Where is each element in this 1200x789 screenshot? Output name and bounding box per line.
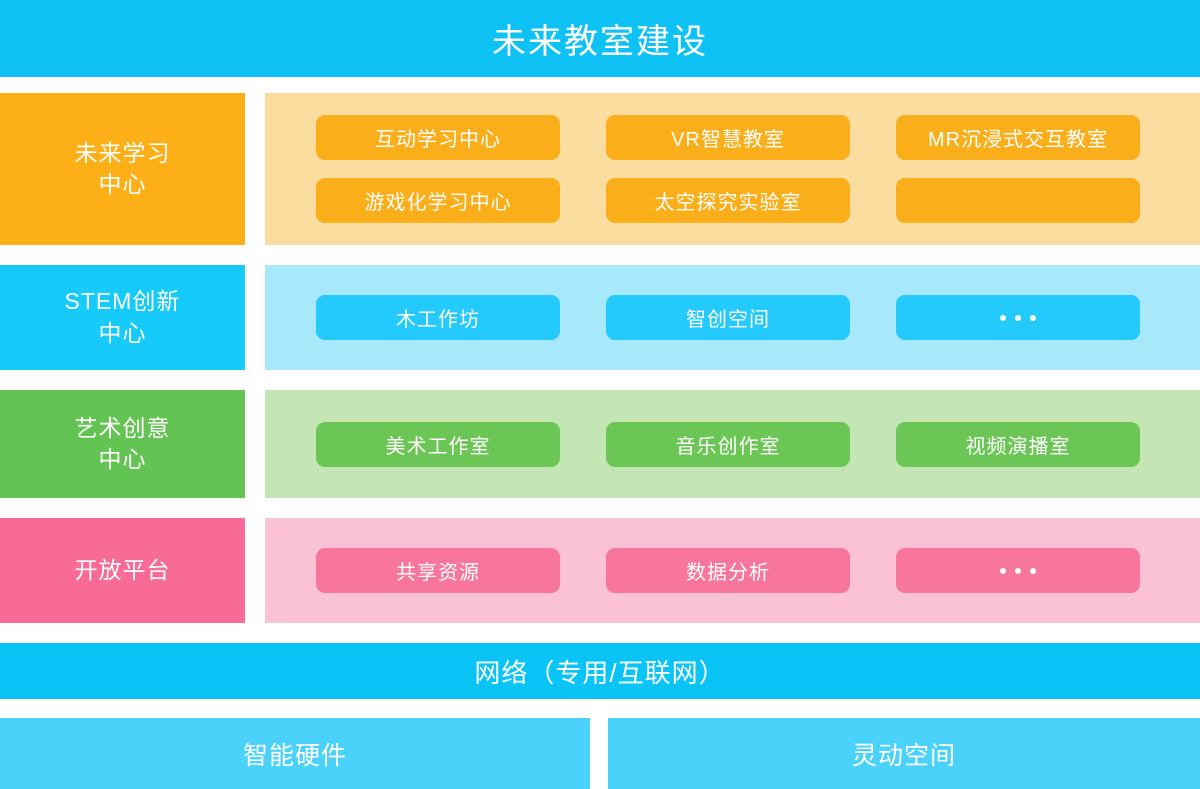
row-label-line2: 中心 xyxy=(98,446,147,472)
foundation-box-hardware[interactable]: 智能硬件 xyxy=(0,718,590,789)
chip-item[interactable]: 视频演播室 xyxy=(896,421,1140,467)
foundation-box-space[interactable]: 灵动空间 xyxy=(608,718,1200,789)
row-label-open-platform[interactable]: 开放平台 xyxy=(0,518,245,623)
row-label-art[interactable]: 艺术创意 中心 xyxy=(0,390,245,498)
page-header: 未来教室建设 xyxy=(0,0,1200,77)
chip-item[interactable]: 互动学习中心 xyxy=(316,115,560,160)
ellipsis-icon xyxy=(1000,314,1036,321)
layer-row-future-learning: 未来学习 中心 互动学习中心 VR智慧教室 MR沉浸式交互教室 游戏化学习中心 … xyxy=(0,93,1200,245)
row-panel-art: 美术工作室 音乐创作室 视频演播室 xyxy=(265,390,1200,498)
row-spacer xyxy=(245,390,265,498)
layer-row-stem: STEM创新 中心 木工作坊 智创空间 xyxy=(0,265,1200,370)
foundation-box-hardware-label: 智能硬件 xyxy=(242,741,347,770)
foundation-layer-row: 智能硬件 灵动空间 xyxy=(0,718,1200,789)
chip-item[interactable]: 游戏化学习中心 xyxy=(316,178,560,223)
layer-row-open-platform: 开放平台 共享资源 数据分析 xyxy=(0,518,1200,623)
network-layer-label: 网络（专用/互联网） xyxy=(474,657,726,688)
chip-item[interactable]: 共享资源 xyxy=(316,548,560,593)
layer-row-art: 艺术创意 中心 美术工作室 音乐创作室 视频演播室 xyxy=(0,390,1200,498)
chip-line: 木工作坊 智创空间 xyxy=(265,295,1200,340)
row-label-line2: 中心 xyxy=(98,319,147,346)
chip-item[interactable]: 数据分析 xyxy=(606,548,850,593)
row-label-line2: 中心 xyxy=(98,171,147,197)
row-spacer xyxy=(245,265,265,370)
row-label-future-learning[interactable]: 未来学习 中心 xyxy=(0,93,245,245)
foundation-box-space-label: 灵动空间 xyxy=(851,741,956,770)
chip-placeholder xyxy=(896,178,1140,223)
row-panel-stem: 木工作坊 智创空间 xyxy=(265,265,1200,370)
ellipsis-icon xyxy=(1000,567,1036,574)
chip-line: 游戏化学习中心 太空探究实验室 xyxy=(265,178,1200,223)
row-panel-future-learning: 互动学习中心 VR智慧教室 MR沉浸式交互教室 游戏化学习中心 太空探究实验室 xyxy=(265,93,1200,245)
chip-line: 互动学习中心 VR智慧教室 MR沉浸式交互教室 xyxy=(265,115,1200,160)
chip-item-more[interactable] xyxy=(896,295,1140,340)
chip-item[interactable]: 音乐创作室 xyxy=(606,421,850,467)
row-label-line1: STEM创新 xyxy=(64,288,181,315)
chip-item[interactable]: 美术工作室 xyxy=(316,421,560,467)
row-label-line1: 艺术创意 xyxy=(74,414,171,441)
foundation-divider xyxy=(590,718,608,789)
chip-item[interactable]: 太空探究实验室 xyxy=(606,178,850,223)
row-spacer xyxy=(245,518,265,623)
chip-line: 美术工作室 音乐创作室 视频演播室 xyxy=(265,421,1200,467)
chip-item-more[interactable] xyxy=(896,548,1140,593)
chip-item[interactable]: 智创空间 xyxy=(606,295,850,340)
chip-item[interactable]: MR沉浸式交互教室 xyxy=(896,115,1140,160)
row-label-stem[interactable]: STEM创新 中心 xyxy=(0,265,245,370)
chip-item[interactable]: 木工作坊 xyxy=(316,295,560,340)
row-label-line1: 未来学习 xyxy=(74,139,171,166)
chip-item[interactable]: VR智慧教室 xyxy=(606,115,850,160)
row-panel-open-platform: 共享资源 数据分析 xyxy=(265,518,1200,623)
chip-line: 共享资源 数据分析 xyxy=(265,548,1200,593)
page-title: 未来教室建设 xyxy=(492,23,708,61)
row-label-line1: 开放平台 xyxy=(74,556,171,583)
row-spacer xyxy=(245,93,265,245)
network-layer-bar[interactable]: 网络（专用/互联网） xyxy=(0,643,1200,699)
